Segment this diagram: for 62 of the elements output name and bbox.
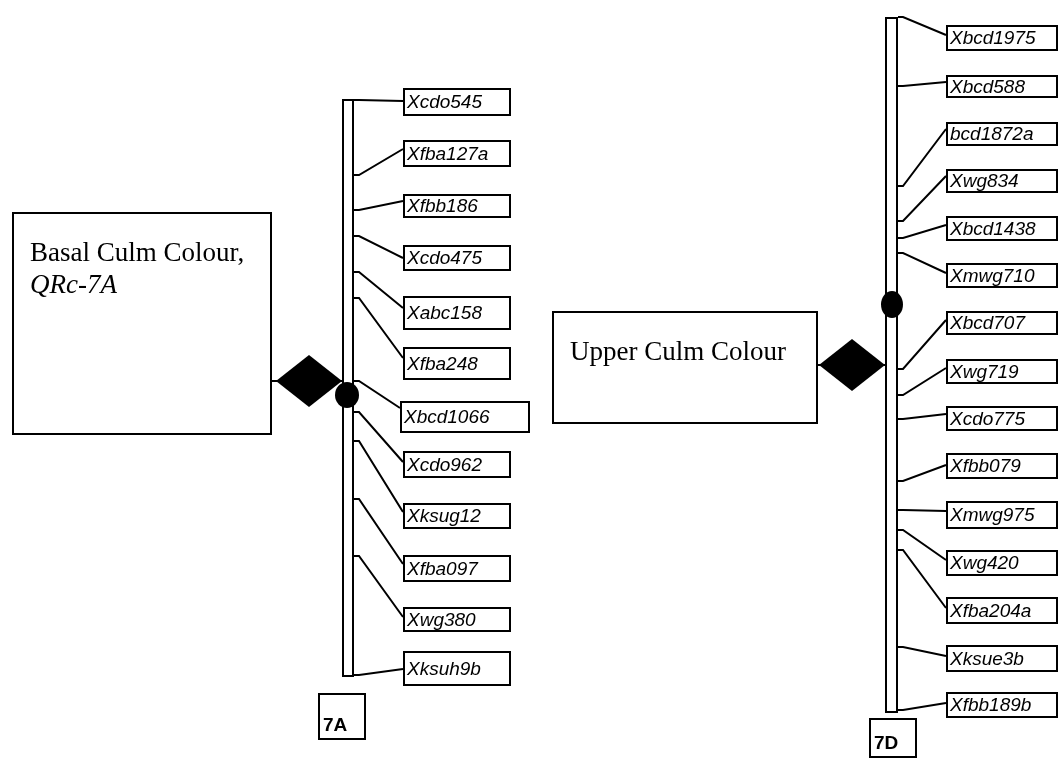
marker-label: Xwg719 [946, 359, 1058, 384]
leader-line [897, 413, 947, 420]
marker-label: Xcdo775 [946, 406, 1058, 431]
leader-line [897, 319, 947, 370]
trait-box: Basal Culm Colour, QRc-7A [12, 212, 272, 435]
leader-line [897, 16, 947, 36]
leader-line [897, 175, 947, 222]
marker-label: Xfbb186 [403, 194, 511, 218]
leader-line [353, 380, 401, 409]
chromosome-label: 7D [869, 718, 917, 758]
leader-line [897, 367, 947, 396]
leader-line [353, 271, 404, 309]
marker-label: Xksuh9b [403, 651, 511, 686]
marker-label: Xwg380 [403, 607, 511, 632]
leader-line [353, 235, 404, 259]
centromere-dot [335, 382, 359, 408]
marker-label: Xfba204a [946, 597, 1058, 624]
leader-line [353, 555, 404, 618]
marker-label: Xfba127a [403, 140, 511, 167]
leader-line [897, 128, 947, 187]
leader-line [353, 411, 404, 463]
marker-label: Xabc158 [403, 296, 511, 330]
marker-label: Xmwg710 [946, 263, 1058, 288]
marker-label: Xmwg975 [946, 501, 1058, 529]
leader-line [353, 440, 404, 513]
marker-label: Xcdo962 [403, 451, 511, 478]
leader-line [897, 252, 947, 274]
marker-label: Xwg420 [946, 550, 1058, 576]
leader-line [353, 668, 404, 676]
marker-label: Xbcd1975 [946, 25, 1058, 51]
chromosome-bar [342, 99, 354, 677]
marker-label: Xcdo475 [403, 245, 511, 271]
leader-line [353, 297, 404, 359]
marker-label: Xksug12 [403, 503, 511, 529]
marker-label: bcd1872a [946, 122, 1058, 146]
marker-label: Xfbb189b [946, 692, 1058, 718]
leader-line [897, 549, 947, 609]
marker-label: Xbcd588 [946, 75, 1058, 98]
marker-label: Xbcd1438 [946, 216, 1058, 241]
marker-label: Xksue3b [946, 645, 1058, 672]
marker-label: Xwg834 [946, 169, 1058, 193]
leader-line [897, 464, 947, 482]
leader-line [353, 200, 404, 211]
leader-line [353, 498, 404, 565]
leader-line [897, 646, 947, 657]
leader-line [897, 702, 947, 711]
leader-line [897, 224, 947, 239]
chromosome-label: 7A [318, 693, 366, 740]
centromere-dot [881, 291, 903, 318]
marker-label: Xfba097 [403, 555, 511, 582]
marker-label: Xbcd1066 [400, 401, 530, 433]
leader-line [897, 509, 947, 512]
chromosome-bar [885, 17, 898, 713]
leader-line [897, 81, 947, 87]
marker-label: Xbcd707 [946, 311, 1058, 335]
marker-label: Xfba248 [403, 347, 511, 380]
marker-label: Xcdo545 [403, 88, 511, 116]
leader-line [897, 529, 947, 561]
marker-label: Xfbb079 [946, 453, 1058, 479]
leader-line [353, 99, 404, 102]
trait-box: Upper Culm Colour [552, 311, 818, 424]
leader-line [353, 148, 404, 176]
